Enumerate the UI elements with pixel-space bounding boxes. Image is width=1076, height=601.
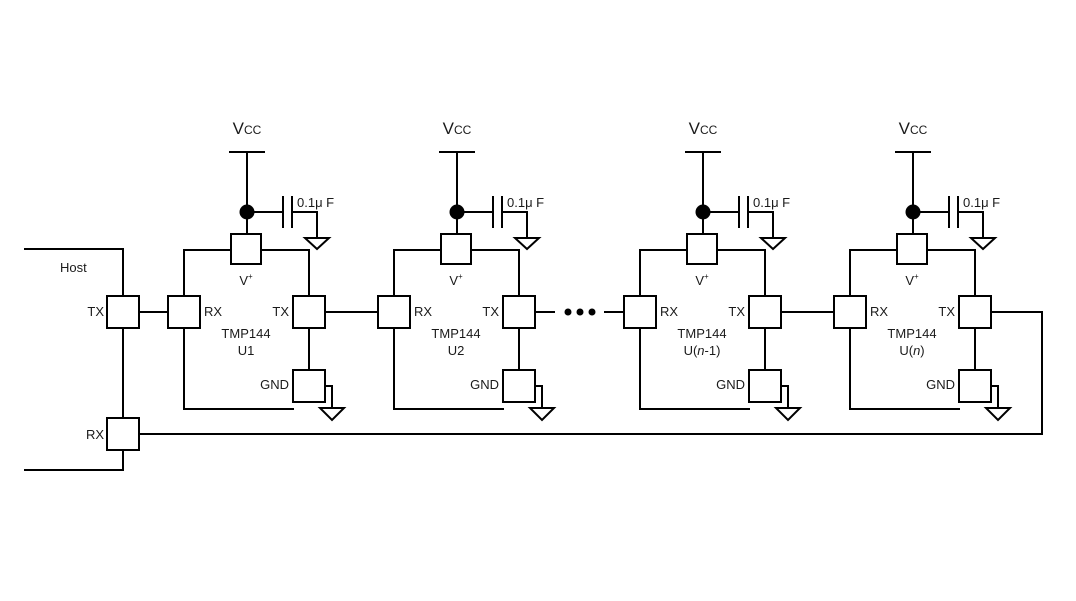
capacitor-label: 0.1μ F xyxy=(963,195,1000,210)
tx-pin xyxy=(292,295,326,329)
part-number: TMP144 xyxy=(431,326,480,341)
host-tx-pin xyxy=(106,295,140,329)
wire-un-tx-return-to-host-rx xyxy=(138,311,1043,435)
vplus-label: V+ xyxy=(239,272,253,288)
vcc-label: VCC xyxy=(233,119,262,138)
junction-dot xyxy=(695,204,711,220)
cap-ground-icon xyxy=(302,237,332,251)
gnd-wire xyxy=(534,385,543,407)
gnd-wire xyxy=(990,385,999,407)
cap-ground-icon xyxy=(968,237,998,251)
vcc-label: VCC xyxy=(689,119,718,138)
ellipsis-dot-2 xyxy=(576,308,584,316)
host-rx-pin xyxy=(106,417,140,451)
unit-designator: U1 xyxy=(238,343,255,358)
gnd-ground-icon xyxy=(773,407,803,422)
tx-label: TX xyxy=(728,304,745,319)
gnd-pin xyxy=(502,369,536,403)
gnd-pin xyxy=(292,369,326,403)
gnd-label: GND xyxy=(260,377,289,392)
unit-designator: U(n-1) xyxy=(684,343,721,358)
vcc-cap-wire xyxy=(685,151,774,239)
gnd-label: GND xyxy=(716,377,745,392)
junction-dot xyxy=(449,204,465,220)
tx-pin xyxy=(502,295,536,329)
host-label: Host xyxy=(60,260,87,275)
rx-return-wire xyxy=(849,327,960,410)
rx-pin xyxy=(377,295,411,329)
gnd-label: GND xyxy=(926,377,955,392)
vcc-cap-wire xyxy=(229,151,318,239)
rx-pin xyxy=(833,295,867,329)
unit-designator: U2 xyxy=(448,343,465,358)
vplus-pin xyxy=(230,233,262,265)
gnd-ground-icon xyxy=(983,407,1013,422)
rx-return-wire xyxy=(639,327,750,410)
rx-label: RX xyxy=(204,304,222,319)
gnd-ground-icon xyxy=(527,407,557,422)
rx-label: RX xyxy=(414,304,432,319)
cap-ground-icon xyxy=(512,237,542,251)
rx-pin xyxy=(167,295,201,329)
rx-label: RX xyxy=(870,304,888,319)
capacitor-label: 0.1μ F xyxy=(507,195,544,210)
tx-label: TX xyxy=(482,304,499,319)
vplus-pin xyxy=(896,233,928,265)
host-bus-top xyxy=(24,248,124,297)
tx-label: TX xyxy=(938,304,955,319)
unit-designator: U(n) xyxy=(899,343,924,358)
vplus-label: V+ xyxy=(449,272,463,288)
ellipsis-dot-1 xyxy=(564,308,572,316)
tx-label: TX xyxy=(272,304,289,319)
part-number: TMP144 xyxy=(221,326,270,341)
vcc-label: VCC xyxy=(443,119,472,138)
vplus-label: V+ xyxy=(905,272,919,288)
capacitor-label: 0.1μ F xyxy=(753,195,790,210)
gnd-wire xyxy=(324,385,333,407)
vplus-pin xyxy=(686,233,718,265)
vcc-cap-wire xyxy=(895,151,984,239)
vcc-label: VCC xyxy=(899,119,928,138)
gnd-label: GND xyxy=(470,377,499,392)
host-rx-label: RX xyxy=(86,427,104,442)
part-number: TMP144 xyxy=(887,326,936,341)
cap-ground-icon xyxy=(758,237,788,251)
vplus-pin xyxy=(440,233,472,265)
host-bus-bottom xyxy=(24,451,124,471)
chain-wiring xyxy=(138,308,1043,435)
rx-pin xyxy=(623,295,657,329)
rx-label: RX xyxy=(660,304,678,319)
host-tx-label: TX xyxy=(87,304,104,319)
gnd-wire xyxy=(780,385,789,407)
rx-return-wire xyxy=(183,327,294,410)
gnd-pin xyxy=(748,369,782,403)
ellipsis-dot-3 xyxy=(588,308,596,316)
gnd-pin xyxy=(958,369,992,403)
host: Host TX RX xyxy=(24,248,140,471)
part-number: TMP144 xyxy=(677,326,726,341)
vplus-label: V+ xyxy=(695,272,709,288)
vcc-cap-wire xyxy=(439,151,528,239)
junction-dot xyxy=(239,204,255,220)
gnd-ground-icon xyxy=(317,407,347,422)
rx-return-wire xyxy=(393,327,504,410)
tx-pin xyxy=(958,295,992,329)
tx-pin xyxy=(748,295,782,329)
capacitor-label: 0.1μ F xyxy=(297,195,334,210)
junction-dot xyxy=(905,204,921,220)
